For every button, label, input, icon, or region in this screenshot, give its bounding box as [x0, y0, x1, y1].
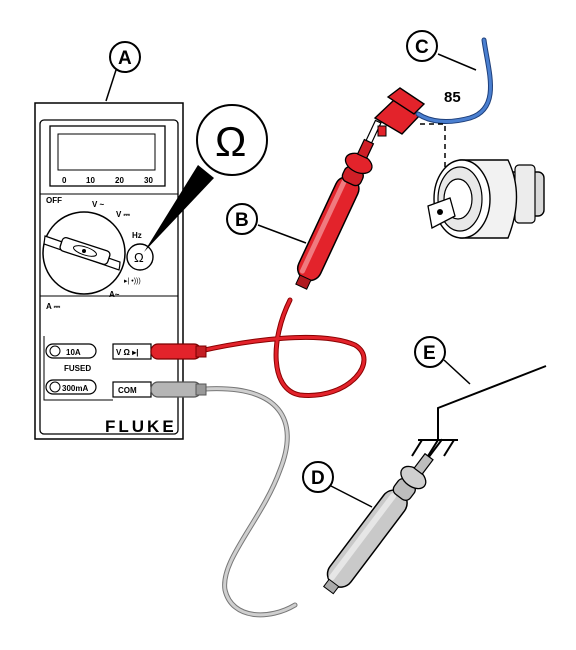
callout-b-label: B [235, 210, 249, 231]
scale-30: 30 [144, 176, 153, 185]
dial-ohm-symbol: Ω [134, 250, 144, 265]
vohm-test-lead [150, 297, 367, 398]
leader-b [257, 224, 307, 244]
dial-vac-label: V ~ [92, 200, 105, 209]
pressure-sensor [427, 159, 545, 239]
jack-panel-line [43, 336, 113, 401]
jack-300ma-label: 300mA [62, 384, 88, 393]
dial-aac-label: A~ [109, 290, 120, 299]
leader-d [330, 485, 373, 508]
dial-adc-label: A ⎓ [46, 302, 61, 311]
brand-logo: FLUKE [105, 417, 177, 436]
vohm-plug [150, 343, 202, 360]
rotary-switch[interactable] [42, 211, 126, 295]
sensor-wire [415, 37, 493, 124]
callout-e-label: E [423, 343, 436, 364]
ground-symbol [411, 365, 547, 457]
scale-20: 20 [115, 176, 124, 185]
dial-vdc-label: V ⎓ [116, 210, 131, 219]
callout-e: E [414, 336, 446, 368]
dial-diode-label: ▸| •))) [124, 278, 141, 285]
jack-fused-label: FUSED [64, 364, 91, 373]
com-plug [150, 381, 202, 398]
leader-a [105, 69, 117, 102]
callout-d: D [302, 461, 334, 493]
com-test-lead [150, 381, 298, 618]
wire-number-label: 85 [444, 89, 461, 106]
leader-c [437, 53, 477, 71]
ohm-zoom-callout: Ω [144, 104, 268, 252]
callout-c-label: C [415, 37, 429, 58]
ohm-position-marker [126, 243, 154, 271]
lcd-screen [57, 133, 156, 171]
dial-off-label: OFF [46, 196, 62, 205]
probe-b [295, 119, 382, 290]
callout-a: A [109, 41, 141, 73]
dial-hz-label: Hz [132, 231, 142, 240]
jack-vohm-label: V Ω ▸| [116, 348, 138, 357]
zoom-ohm-symbol: Ω [215, 118, 246, 165]
callout-d-label: D [311, 468, 325, 489]
scale-0: 0 [62, 176, 67, 185]
callout-b: B [226, 203, 258, 235]
multimeter: 0 10 20 30 OFF V ~ V ⎓ Hz ▸| •))) A~ Ω A… [34, 102, 184, 440]
zoom-pointer [144, 165, 214, 252]
probe-d [322, 438, 444, 595]
jack-10a-label: 10A [66, 348, 81, 357]
callout-a-label: A [118, 48, 132, 69]
jack-com-label: COM [118, 386, 137, 395]
zoom-circle [196, 104, 268, 176]
leader-e [443, 359, 471, 385]
callout-c: C [406, 30, 438, 62]
scale-10: 10 [86, 176, 95, 185]
